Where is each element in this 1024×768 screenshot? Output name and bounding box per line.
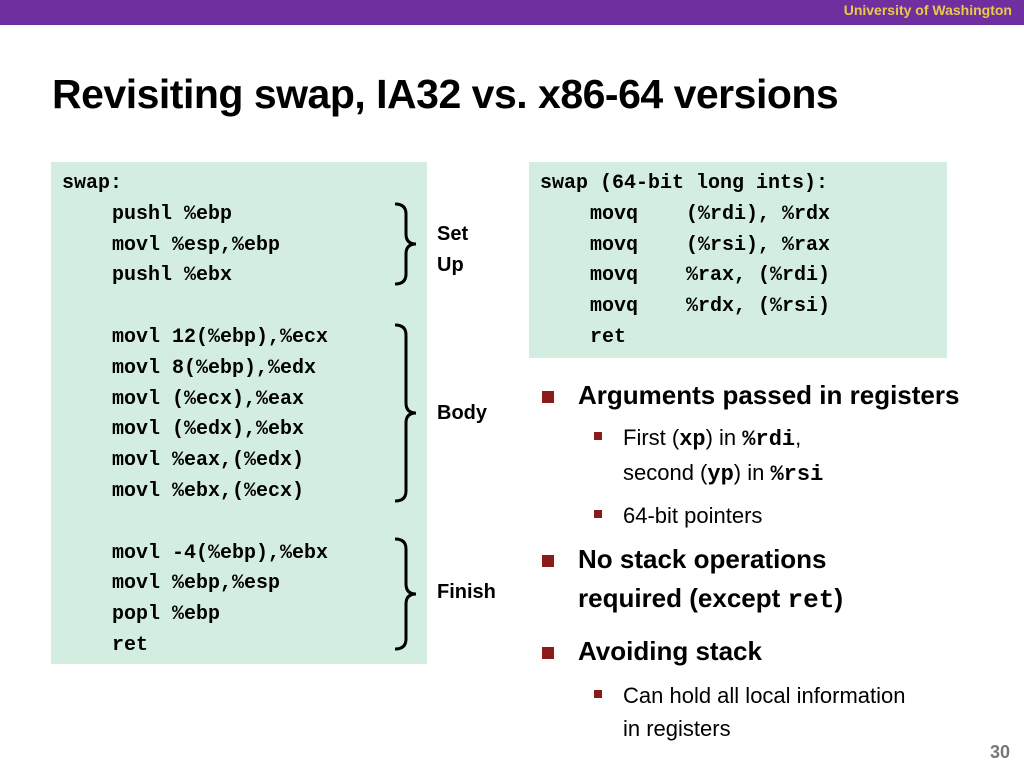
page-number: 30 [989, 742, 1010, 762]
sub-bullet-text: First (xp) in %rdi,second (yp) in %rsi [623, 425, 824, 487]
code-line: movq %rax, (%rdi) [590, 264, 831, 288]
finish-brace [394, 537, 417, 651]
code-line: movq (%rsi), %rax [590, 233, 831, 257]
slide-title: Revisiting swap, IA32 vs. x86-64 version… [52, 71, 839, 117]
bullet-text: Avoiding stack [578, 636, 762, 666]
code-line: movq %rdx, (%rsi) [590, 295, 831, 319]
code-line: movl -4(%ebp),%ebx [112, 541, 329, 565]
code-label: swap: [62, 172, 123, 195]
setup-label-1: Set [437, 223, 469, 245]
code-line: popl %ebp [112, 603, 221, 627]
sub-bullet-square-icon [594, 690, 602, 698]
bullet-text: Arguments passed in registers [578, 380, 960, 410]
header-bar: University of Washington [0, 0, 1024, 25]
bullet-item: Avoiding stack [540, 632, 1020, 671]
code-line: ret [112, 633, 149, 657]
setup-brace [394, 202, 417, 286]
sub-bullet-text: 64-bit pointers [623, 503, 763, 528]
code-line: movl (%ecx),%eax [112, 387, 305, 411]
code-line: movl 8(%ebp),%edx [112, 356, 317, 380]
code-line: pushl %ebx [112, 264, 233, 288]
code-line: pushl %ebp [112, 202, 233, 226]
code-line: movq (%rdi), %rdx [590, 202, 831, 226]
sub-bullet-square-icon [594, 510, 602, 518]
body-label: Body [437, 402, 487, 424]
bullet-item: Arguments passed in registers [540, 376, 1020, 415]
finish-label: Finish [437, 581, 496, 603]
bullet-square-icon [542, 555, 554, 567]
bullet-square-icon [542, 647, 554, 659]
ia32-code-block: swap: pushl %ebp movl %esp,%ebp pushl %e… [51, 162, 427, 664]
code-label: swap (64-bit long ints): [540, 172, 829, 195]
x86-64-code-block: swap (64-bit long ints): movq (%rdi), %r… [529, 162, 947, 358]
code-line: movl %ebp,%esp [112, 572, 281, 596]
code-line: movl %esp,%ebp [112, 233, 281, 257]
sub-bullet-item: First (xp) in %rdi,second (yp) in %rsi [540, 421, 1020, 491]
code-line: movl %ebx,(%ecx) [112, 479, 305, 503]
sub-bullet-item: 64-bit pointers [540, 499, 1020, 532]
code-line: movl 12(%ebp),%ecx [112, 325, 329, 349]
body-brace [394, 323, 417, 503]
institution-name: University of Washington [843, 2, 1012, 18]
sub-bullet-square-icon [594, 432, 602, 440]
code-line: ret [590, 325, 627, 349]
setup-label-2: Up [437, 254, 464, 276]
bullet-square-icon [542, 391, 554, 403]
code-line: movl %eax,(%edx) [112, 449, 305, 473]
code-line: movl (%edx),%ebx [112, 418, 305, 442]
bullet-list: Arguments passed in registers First (xp)… [540, 376, 1020, 745]
